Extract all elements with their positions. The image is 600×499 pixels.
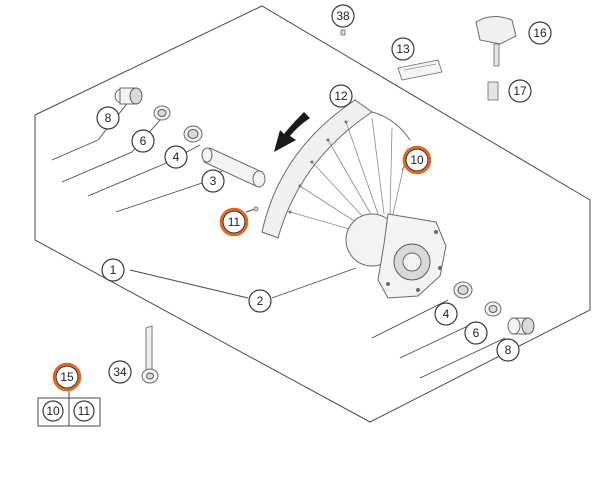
svg-text:3: 3 (210, 174, 217, 188)
callout-1[interactable]: 1 (101, 258, 125, 282)
wheel-hub (345, 213, 447, 299)
svg-text:4: 4 (173, 150, 180, 164)
wheel-bearing-left-8 (114, 87, 143, 105)
callout-16[interactable]: 16 (528, 21, 552, 45)
svg-text:11: 11 (78, 404, 91, 418)
callout-10-kit[interactable]: 10 (42, 400, 64, 422)
svg-text:38: 38 (336, 9, 350, 23)
wheel-rim (261, 99, 411, 239)
wheel-bearing-right-8 (507, 317, 535, 335)
callout-4-left[interactable]: 4 (164, 145, 188, 169)
wheel-spokes (289, 117, 409, 233)
svg-text:1: 1 (110, 263, 117, 277)
callout-4-right[interactable]: 4 (434, 302, 458, 326)
svg-text:17: 17 (513, 84, 527, 98)
callout-17[interactable]: 17 (508, 79, 532, 103)
svg-text:16: 16 (533, 26, 547, 40)
callout-6-left[interactable]: 6 (131, 129, 155, 153)
leader-lines-right (129, 267, 506, 379)
svg-text:6: 6 (473, 326, 480, 340)
valve-cap-38 (340, 29, 346, 36)
kit-box (37, 388, 101, 427)
svg-text:10: 10 (410, 153, 424, 167)
callout-2[interactable]: 2 (248, 289, 272, 313)
callout-34[interactable]: 34 (108, 360, 132, 384)
svg-text:4: 4 (443, 307, 450, 321)
rim-tape-13 (397, 59, 443, 81)
callout-15-highlighted[interactable]: 15 (52, 362, 82, 392)
callout-12[interactable]: 12 (329, 84, 353, 108)
svg-text:8: 8 (505, 343, 512, 357)
callout-11-highlighted[interactable]: 11 (219, 207, 249, 237)
curved-arrow-icon (274, 112, 310, 152)
svg-text:10: 10 (46, 404, 60, 418)
spacer-sleeve-3 (201, 147, 266, 188)
callout-8-right[interactable]: 8 (496, 338, 520, 362)
bearing-right-4 (453, 281, 473, 299)
callout-13[interactable]: 13 (391, 37, 415, 61)
assembly-frame (34, 5, 591, 423)
svg-text:2: 2 (257, 294, 264, 308)
seal-ring-right-6 (484, 301, 502, 317)
svg-text:13: 13 (396, 42, 410, 56)
svg-text:15: 15 (60, 370, 74, 384)
nut-17 (487, 81, 499, 101)
axle-part-34 (141, 325, 159, 384)
rim-lock-16 (475, 16, 517, 67)
callout-8-left[interactable]: 8 (96, 106, 120, 130)
callout-38[interactable]: 38 (331, 4, 355, 28)
callout-3[interactable]: 3 (201, 169, 225, 193)
spoke-nipple-part (245, 206, 259, 213)
svg-text:12: 12 (334, 89, 348, 103)
svg-text:8: 8 (105, 111, 112, 125)
svg-text:34: 34 (113, 365, 127, 379)
bearing-left-4 (183, 125, 203, 143)
svg-text:11: 11 (228, 215, 241, 229)
callout-6-right[interactable]: 6 (464, 321, 488, 345)
seal-ring-left-6 (153, 105, 171, 121)
callout-10-highlighted[interactable]: 10 (402, 145, 432, 175)
svg-text:6: 6 (140, 134, 147, 148)
callout-11-kit[interactable]: 11 (73, 400, 95, 422)
